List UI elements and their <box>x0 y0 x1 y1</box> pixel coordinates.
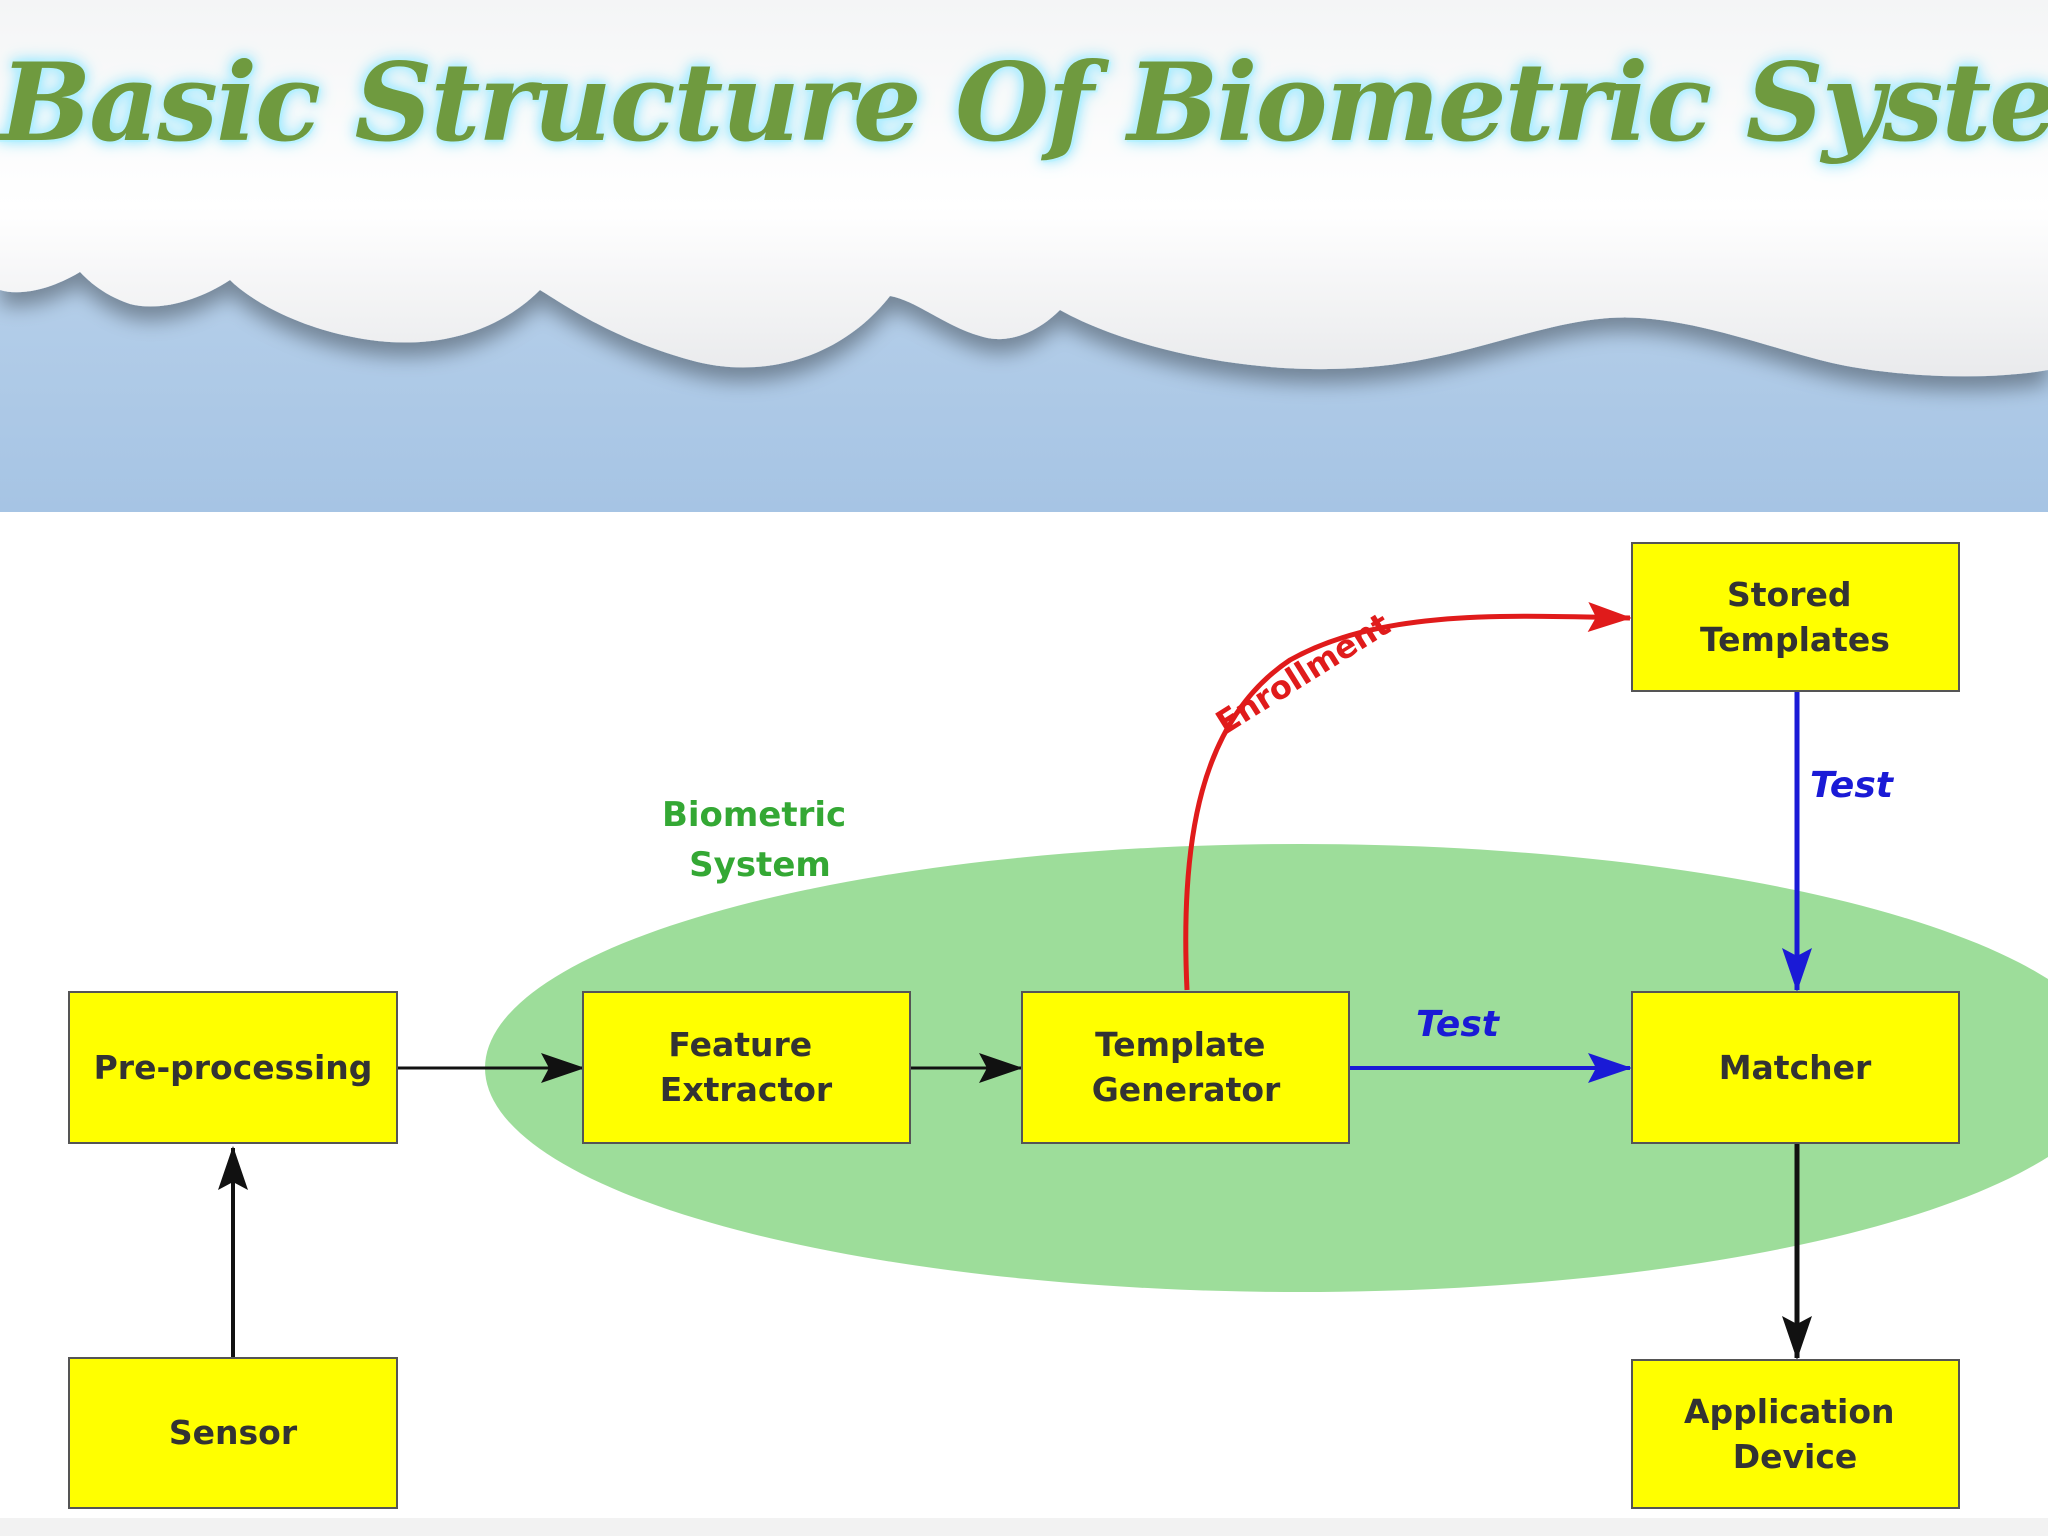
cloud-shape <box>0 0 2048 377</box>
node-matcher: Matcher <box>1631 991 1960 1144</box>
region-label-line2: System <box>689 845 831 885</box>
cloud-header-background <box>0 0 2048 512</box>
svg-text:Sensor: Sensor <box>169 1413 298 1452</box>
region-label: Biometric System <box>662 795 858 885</box>
enrollment-label: Enrollment <box>1209 605 1397 742</box>
svg-text:Matcher: Matcher <box>1719 1048 1872 1087</box>
node-feature-extractor: Feature Extractor <box>582 991 911 1144</box>
node-stored-templates-line1: Stored <box>1727 575 1852 614</box>
svg-text:Template Generator: Template Generator <box>1092 1025 1281 1109</box>
node-application-device: Application Device <box>1631 1359 1960 1509</box>
test-label-vertical: Test <box>1810 765 1895 806</box>
node-sensor: Sensor <box>68 1357 398 1509</box>
svg-text:Application Device: Application Device <box>1684 1392 1906 1476</box>
svg-text:Pre-processing: Pre-processing <box>94 1048 373 1087</box>
svg-text:Stored Templates: Stored Templates <box>1700 575 1890 659</box>
svg-text:Feature Extractor: Feature Extractor <box>660 1025 833 1109</box>
node-application-device-line2: Device <box>1733 1437 1858 1476</box>
node-feature-extractor-line1: Feature <box>668 1025 812 1064</box>
node-template-generator-line1: Template <box>1095 1025 1265 1064</box>
node-preprocessing-label: Pre-processing <box>94 1048 373 1087</box>
node-stored-templates: Stored Templates <box>1631 542 1960 692</box>
node-feature-extractor-line2: Extractor <box>660 1070 833 1109</box>
node-application-device-line1: Application <box>1684 1392 1895 1431</box>
node-stored-templates-line2: Templates <box>1700 620 1890 659</box>
node-preprocessing: Pre-processing <box>68 991 398 1144</box>
test-label-horizontal: Test <box>1416 1004 1501 1045</box>
node-template-generator: Template Generator <box>1021 991 1350 1144</box>
node-template-generator-line2: Generator <box>1092 1070 1281 1109</box>
node-matcher-label: Matcher <box>1719 1048 1872 1087</box>
bottom-strip <box>0 1518 2048 1536</box>
slide-title: Basic Structure Of Biometric System <box>0 40 2048 166</box>
region-label-line1: Biometric <box>662 795 846 835</box>
edge-enrollment-arc <box>1183 602 1632 991</box>
node-sensor-label: Sensor <box>169 1413 298 1452</box>
